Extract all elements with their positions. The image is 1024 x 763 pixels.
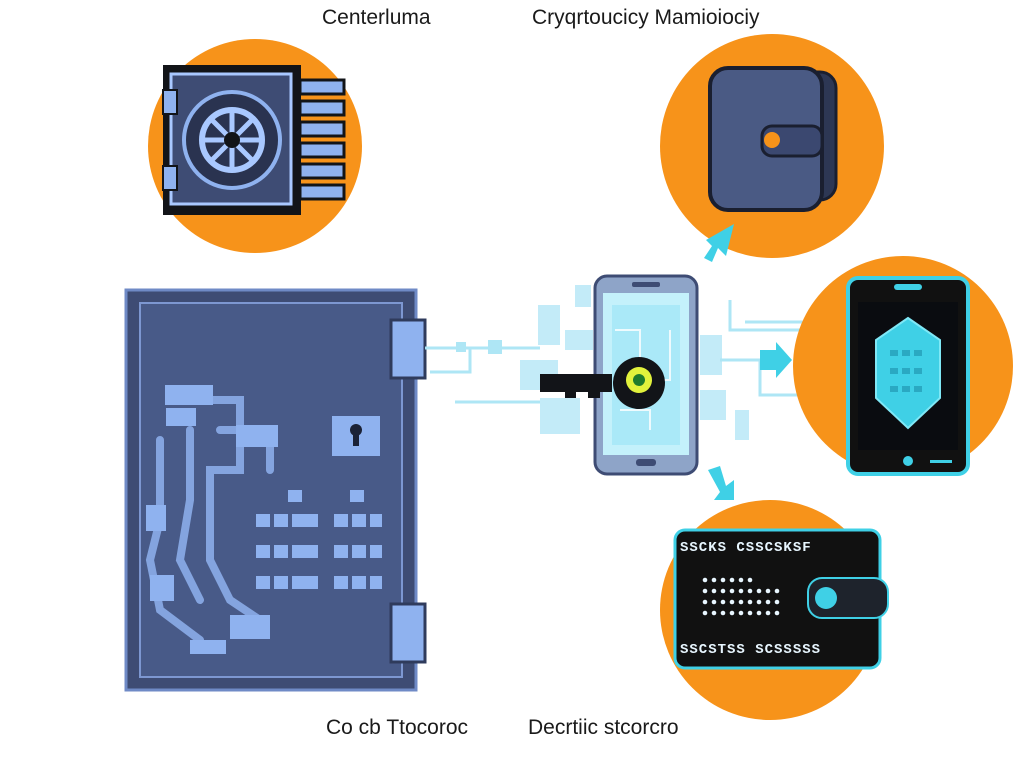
label-decentral-storage: Decrtiic stcorcro: [528, 716, 679, 739]
arrow-icons: [704, 224, 792, 500]
card-text-bottom: SSCSTSS SCSSSSS: [680, 642, 822, 658]
key-icon: [540, 357, 665, 409]
vault-bolts-icon: [298, 78, 346, 201]
cold-storage-safe: [124, 288, 427, 692]
vault-icon-group: [148, 39, 362, 253]
label-cryptocurrency: Cryqrtoucicy Mamioiociy: [532, 6, 760, 29]
connector-lines: [425, 340, 540, 404]
card-wallet-group: [660, 500, 889, 720]
wallet-icon-group: [660, 34, 884, 258]
card-text-top: SSCKS CSSCSKSF: [680, 540, 812, 556]
label-cold-storage: Co cb Ttocoroc: [326, 716, 469, 739]
label-centralized: Centerluma: [322, 6, 431, 29]
hinge-bottom-icon: [389, 602, 427, 664]
keypad-icon: [256, 490, 382, 589]
mobile-icon-group: [793, 256, 1013, 476]
hinge-top-icon: [389, 318, 427, 380]
